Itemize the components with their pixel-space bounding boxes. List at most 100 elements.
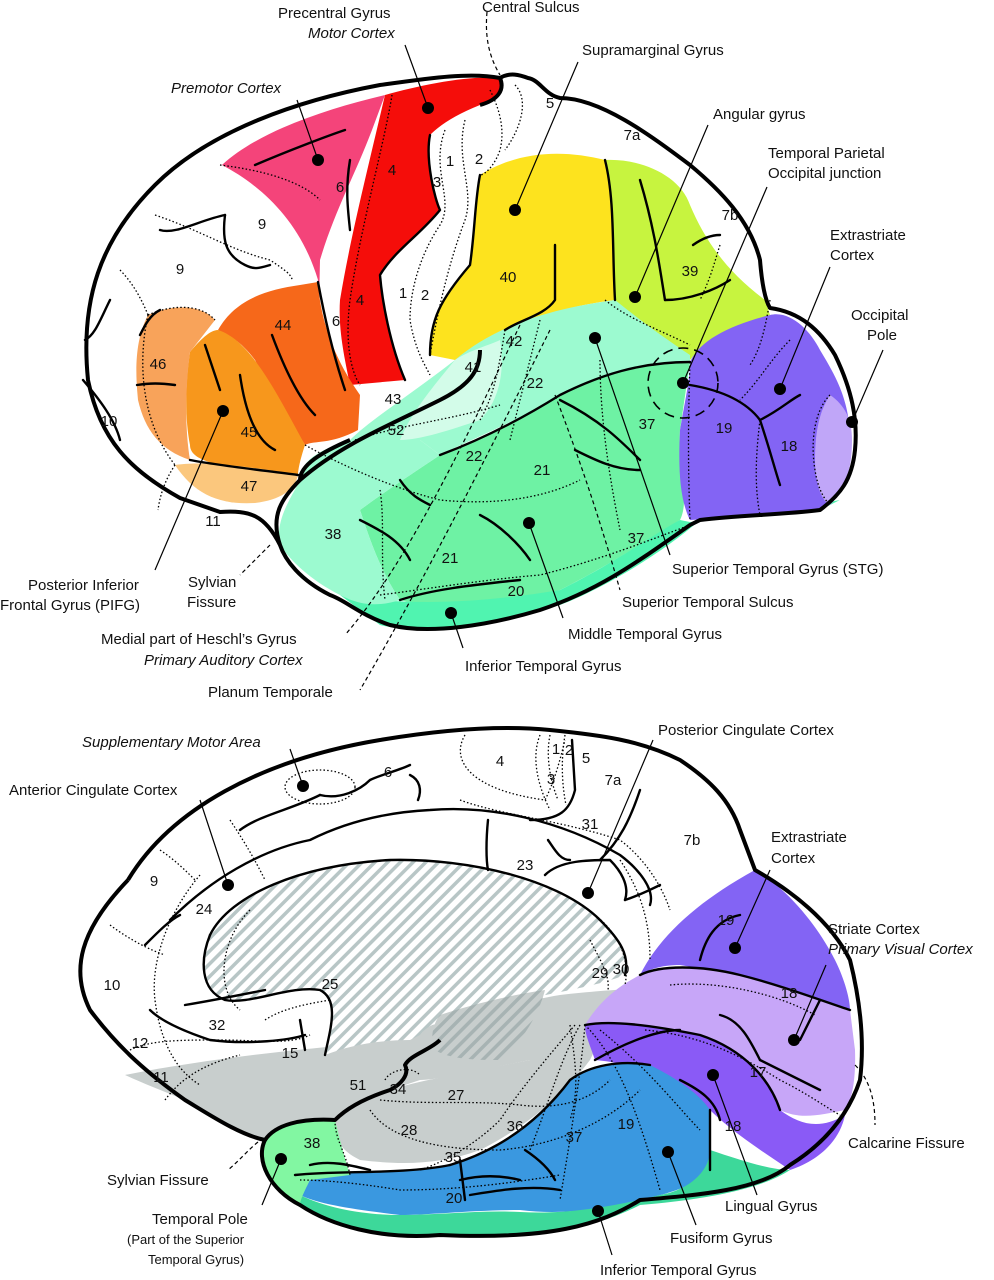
label-premotor-cortex: Premotor Cortex — [171, 80, 282, 97]
label-calcarine-fissure: Calcarine Fissure — [848, 1135, 965, 1152]
label-heschl: Medial part of Heschl’s Gyrus — [101, 631, 297, 648]
marker-motor-cortex — [422, 102, 434, 114]
label-planum-temporale: Planum Temporale — [208, 684, 333, 701]
region-striate-cortex — [585, 967, 856, 1116]
region-corpus-callosum — [203, 859, 627, 1055]
marker-premotor-cortex — [312, 154, 324, 166]
area-number: 39 — [682, 263, 699, 280]
label-stg: Superior Temporal Gyrus (STG) — [672, 561, 883, 578]
area-number: 7b — [684, 832, 701, 849]
label-tpo-junction-2: Occipital junction — [768, 165, 881, 182]
area-number: 28 — [401, 1122, 418, 1139]
area-number: 1 — [399, 285, 407, 302]
area-number: 11 — [205, 513, 221, 530]
region-hippocampus-hatch — [432, 990, 545, 1060]
area-number: 52 — [388, 422, 405, 439]
lateral-area-boundaries — [119, 84, 831, 601]
marker-occipital-pole — [846, 416, 858, 428]
area-number: 36 — [507, 1118, 524, 1135]
area-number: 5 — [582, 750, 590, 767]
area-number: 10 — [101, 413, 118, 430]
region-lingual-gyrus — [585, 1023, 845, 1170]
medial-limbic-edge — [263, 1038, 442, 1142]
marker-pifg — [217, 405, 229, 417]
area-number: 21 — [442, 550, 459, 567]
area-number: 1 — [446, 153, 454, 170]
area-number: 20 — [508, 583, 525, 600]
label-tpo-junction-1: Temporal Parietal — [768, 145, 885, 162]
label-sts: Superior Temporal Sulcus — [622, 594, 793, 611]
area-number: 24 — [196, 901, 213, 918]
medial-annotations: Supplementary Motor Area Anterior Cingul… — [9, 722, 973, 1279]
label-temporal-pole-1: Temporal Pole — [152, 1211, 248, 1228]
lateral-leaders — [154, 44, 884, 649]
label-motor-cortex: Motor Cortex — [308, 25, 395, 42]
area-number: 7a — [605, 772, 622, 789]
area-number: 2 — [421, 287, 429, 304]
medial-sulci — [143, 738, 852, 1202]
label-angular-gyrus: Angular gyrus — [713, 106, 806, 123]
marker-sma — [297, 780, 309, 792]
area-number: 42 — [506, 333, 523, 350]
area-number: 23 — [517, 857, 534, 874]
area-number: 40 — [500, 269, 517, 286]
area-number: 4 — [356, 292, 364, 309]
area-number: 9 — [150, 873, 158, 890]
area-number: 4 — [388, 162, 396, 179]
area-number: 44 — [275, 317, 292, 334]
area-number: 43 — [385, 391, 402, 408]
label-acc: Anterior Cingulate Cortex — [9, 782, 178, 799]
region-premotor-cortex — [222, 95, 385, 385]
region-area-47 — [175, 463, 298, 504]
marker-itg-medial — [592, 1205, 604, 1217]
marker-supramarginal-gyrus — [509, 204, 521, 216]
area-number: 46 — [150, 356, 167, 373]
label-lingual-gyrus: Lingual Gyrus — [725, 1198, 818, 1215]
region-inferior-temporal-gyrus — [340, 500, 840, 629]
label-temporal-pole-3: Temporal Gyrus) — [148, 1252, 244, 1267]
area-number: 3 — [547, 771, 555, 788]
area-number: 9 — [258, 216, 266, 233]
label-sma: Supplementary Motor Area — [82, 734, 261, 751]
label-temporal-pole-2: (Part of the Superior — [127, 1232, 245, 1247]
marker-itg-lateral — [445, 607, 457, 619]
marker-striate-cortex — [788, 1034, 800, 1046]
lateral-brain-outline — [84, 72, 858, 631]
medial-leaders — [199, 739, 827, 1256]
label-extrastriate-2: Cortex — [830, 247, 875, 264]
label-occipital-1: Occipital — [851, 307, 909, 324]
lateral-annotations: Precentral Gyrus Motor Cortex Central Su… — [0, 0, 909, 701]
marker-extrastriate-cortex — [774, 383, 786, 395]
area-number: 3 — [433, 174, 441, 191]
medial-brain-outline — [78, 726, 864, 1238]
label-pifg-1: Posterior Inferior — [28, 577, 139, 594]
area-number: 10 — [104, 977, 121, 994]
tpo-junction-circle — [647, 347, 719, 419]
label-striate-cortex: Striate Cortex — [828, 921, 920, 938]
region-area-44 — [218, 282, 360, 445]
area-number: 2 — [565, 742, 573, 759]
label-itg-medial: Inferior Temporal Gyrus — [600, 1262, 756, 1279]
calcarine-dash — [854, 1064, 876, 1126]
medial-area-boundaries — [109, 734, 841, 1201]
label-sylvian-1: Sylvian — [188, 574, 236, 591]
area-number: 17 — [750, 1064, 767, 1081]
area-number: 6 — [336, 179, 344, 196]
medial-view: Supplementary Motor Area Anterior Cingul… — [9, 722, 973, 1279]
label-extrastriate-medial-1: Extrastriate — [771, 829, 847, 846]
marker-lingual-gyrus — [707, 1069, 719, 1081]
area-number: 19 — [716, 420, 733, 437]
marker-mtg — [523, 517, 535, 529]
label-itg-lateral: Inferior Temporal Gyrus — [465, 658, 621, 675]
label-extrastriate-1: Extrastriate — [830, 227, 906, 244]
area-number: 6 — [332, 313, 340, 330]
region-motor-cortex — [339, 77, 502, 386]
marker-angular-gyrus — [629, 291, 641, 303]
region-fusiform-gyrus — [295, 1063, 710, 1215]
label-pcc: Posterior Cingulate Cortex — [658, 722, 834, 739]
label-mtg: Middle Temporal Gyrus — [568, 626, 722, 643]
area-number: 25 — [322, 976, 339, 993]
area-number: 15 — [282, 1045, 299, 1062]
area-number: 7b — [722, 207, 739, 224]
